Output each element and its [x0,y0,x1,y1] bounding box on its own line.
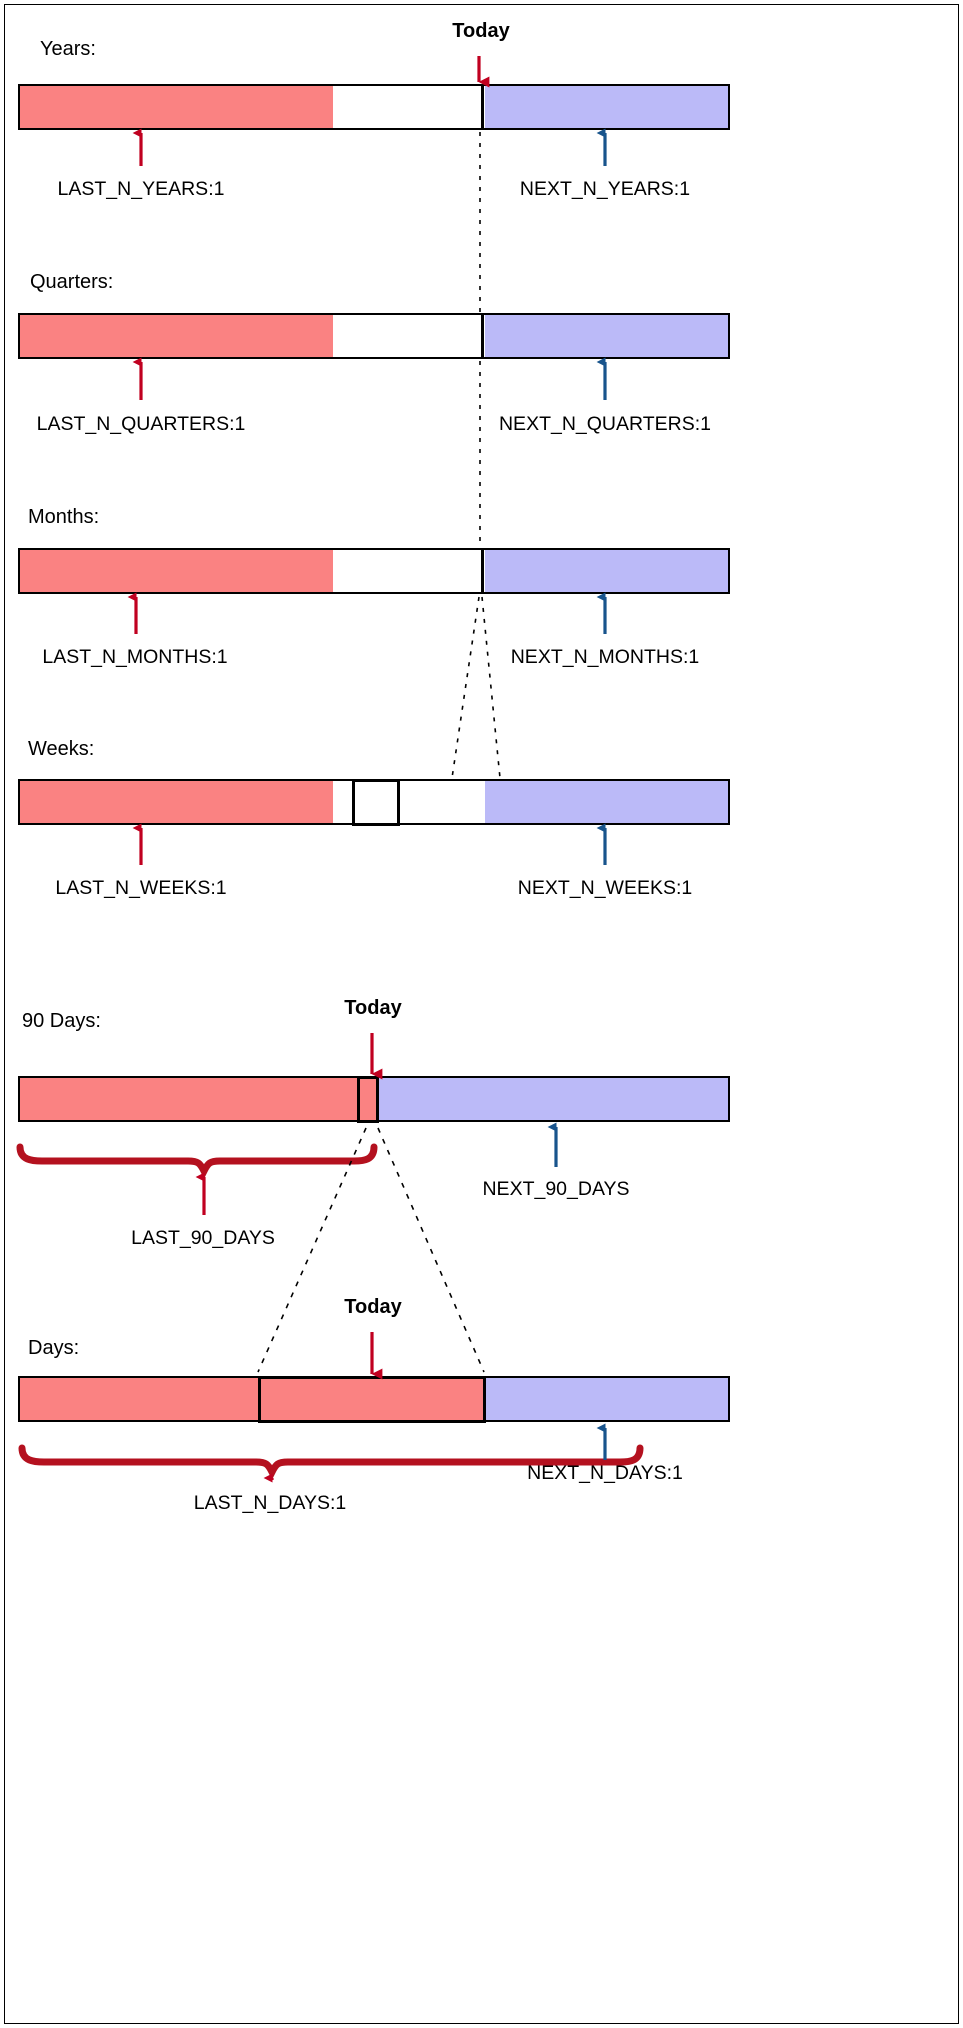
label-next-n-quarters: NEXT_N_QUARTERS:1 [498,413,712,435]
segment-past-months [20,550,333,592]
today-divider-quarters [481,315,484,357]
outer-frame [4,4,959,2024]
segment-past-quarters [20,315,333,357]
segment-past-weeks [20,781,333,823]
label-last-n-weeks: LAST_N_WEEKS:1 [55,877,227,899]
today-label-ninetydays: Today [344,997,402,1019]
timeline-bar-ninetydays[interactable] [18,1075,730,1123]
segment-future-quarters [485,315,728,357]
segment-future-days [482,1378,728,1420]
row-label-years: Years: [40,38,96,60]
today-box-weeks [352,778,400,826]
segment-future-weeks [485,781,728,823]
segment-past-ninetydays [20,1078,375,1120]
label-next-n-weeks: NEXT_N_WEEKS:1 [517,877,693,899]
segment-future-years [485,86,728,128]
timeline-bar-months[interactable] [18,548,730,594]
label-next-90-days: NEXT_90_DAYS [482,1178,630,1200]
row-label-ninetydays: 90 Days: [22,1010,101,1032]
today-box-days [258,1375,486,1423]
today-label-days: Today [344,1296,402,1318]
segment-past-years [20,86,333,128]
timeline-bar-days[interactable] [18,1375,730,1423]
today-divider-years [481,86,484,128]
today-box-ninetydays [357,1075,379,1123]
label-last-n-days: LAST_N_DAYS:1 [193,1492,347,1514]
label-next-n-months: NEXT_N_MONTHS:1 [510,646,700,668]
row-label-days: Days: [28,1337,80,1359]
segment-future-months [485,550,728,592]
row-label-weeks: Weeks: [28,738,95,760]
row-label-months: Months: [28,506,100,528]
today-divider-months [481,550,484,592]
row-label-quarters: Quarters: [30,271,114,293]
label-next-n-years: NEXT_N_YEARS:1 [519,178,691,200]
timeline-bar-weeks[interactable] [18,778,730,826]
label-last-90-days: LAST_90_DAYS [131,1227,275,1249]
label-last-n-quarters: LAST_N_QUARTERS:1 [36,413,246,435]
segment-future-ninetydays [375,1078,728,1120]
label-last-n-years: LAST_N_YEARS:1 [57,178,225,200]
today-label-top: Today [452,20,510,42]
label-next-n-days: NEXT_N_DAYS:1 [527,1462,683,1484]
timeline-bar-quarters[interactable] [18,313,730,359]
timeline-bar-years[interactable] [18,84,730,130]
label-last-n-months: LAST_N_MONTHS:1 [42,646,228,668]
